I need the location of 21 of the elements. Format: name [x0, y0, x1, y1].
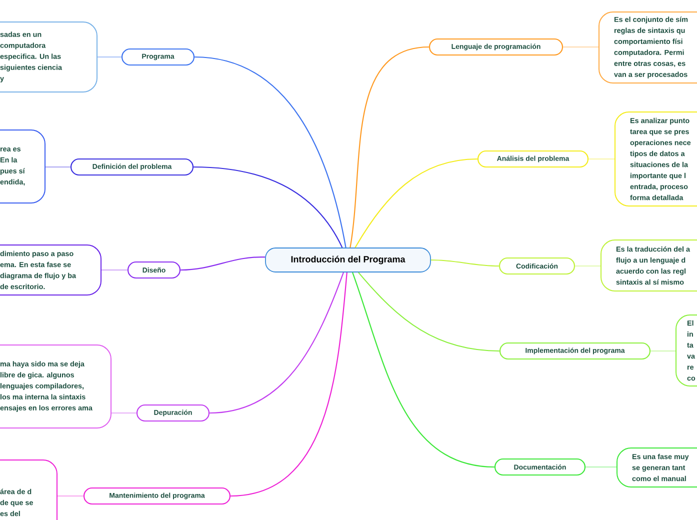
branch-line	[352, 272, 494, 468]
branch-line	[180, 256, 266, 271]
branch-line	[354, 158, 478, 248]
branch-line	[358, 272, 500, 352]
branch-line	[430, 259, 499, 267]
branch-line	[650, 350, 676, 352]
branch-line	[586, 466, 616, 468]
branch-line	[230, 272, 348, 497]
branch-line	[58, 495, 84, 497]
branch-line	[210, 272, 344, 414]
branch-line	[350, 46, 430, 248]
branch-line	[194, 56, 346, 248]
branch-line	[98, 56, 122, 58]
branch-line	[46, 166, 70, 168]
branch-line	[102, 269, 128, 271]
branch-line	[194, 166, 343, 248]
branch-line	[588, 158, 614, 160]
central-topic-box: Introducción del Programa	[265, 248, 431, 272]
branch-line	[112, 412, 136, 414]
branch-line	[563, 46, 598, 48]
branch-line	[575, 265, 600, 267]
